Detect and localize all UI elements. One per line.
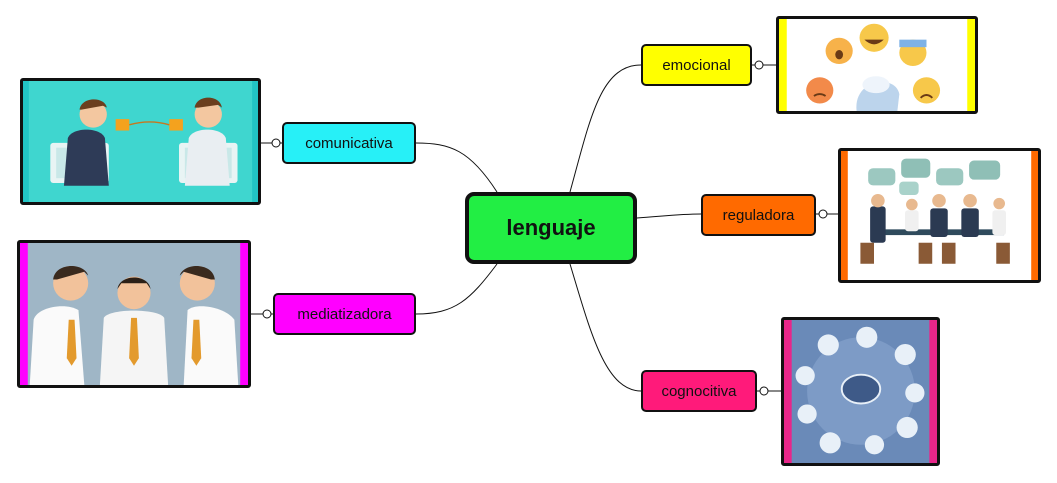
topic-comunicativa[interactable]: comunicativa — [282, 122, 416, 164]
comunicativa-illustration[interactable] — [20, 78, 261, 205]
topic-reguladora[interactable]: reguladora — [701, 194, 816, 236]
mediatizadora-illustration[interactable] — [17, 240, 251, 388]
topic-cognocitiva[interactable]: cognocitiva — [641, 370, 757, 412]
cognocitiva-illustration[interactable] — [781, 317, 940, 466]
reguladora-illustration[interactable] — [838, 148, 1041, 283]
topic-emocional[interactable]: emocional — [641, 44, 752, 86]
central-topic-lenguaje[interactable]: lenguaje — [465, 192, 637, 264]
emocional-illustration[interactable] — [776, 16, 978, 114]
topic-mediatizadora[interactable]: mediatizadora — [273, 293, 416, 335]
